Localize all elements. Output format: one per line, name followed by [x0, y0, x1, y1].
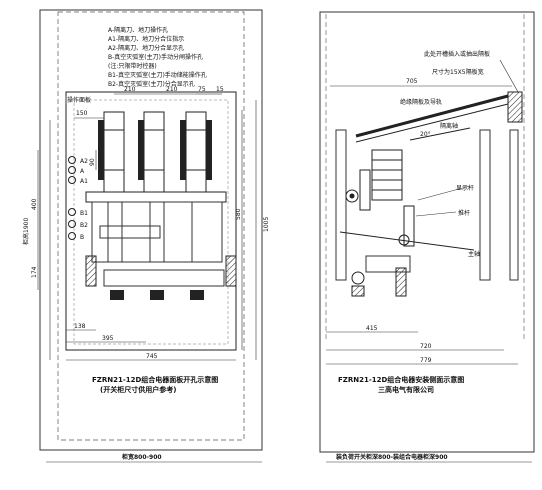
cabinet-outline: [39, 9, 263, 451]
label-insulation: 绝缘隔板及导轨: [400, 98, 442, 106]
label-lever: 推杆: [458, 209, 470, 217]
slot-note-line-2: 尺寸为15X5隔板宽: [432, 68, 484, 76]
dim-75: 75: [198, 86, 206, 93]
front-view-drawing: A-隔离刀、地刀操作孔 A1-隔离刀、地刀分合位指示 A2-隔离刀、地刀分合显示…: [22, 9, 270, 463]
label-angle: 20°: [420, 131, 431, 138]
side-caption-line-2: 三高电气有限公司: [378, 385, 434, 394]
legend-line-4: B-真空灭弧室(主刀)手动分闸操作孔: [108, 53, 203, 61]
side-pole-assembly: [345, 149, 415, 247]
dim-210-a: 210: [124, 86, 136, 93]
marker-a1: A1: [80, 178, 88, 185]
panel-label: 操作面板: [67, 96, 91, 104]
dim-745: 745: [146, 353, 158, 360]
slot-note-line-1: 此处开槽插入或抽出隔板: [424, 50, 490, 58]
legend-line-1: A-隔离刀、地刀操作孔: [108, 26, 168, 34]
side-caption-line-1: FZRN21-12D组合电器安装侧面示意图: [338, 375, 464, 384]
side-cabinet-outline: [319, 11, 535, 453]
dim-779: 779: [420, 357, 432, 364]
dim-90: 90: [89, 158, 96, 166]
legend-line-7: B2-真空灭弧室(主刀)分合显示孔: [108, 80, 195, 88]
dim-210-b: 210: [166, 86, 178, 93]
legend-line-2: A1-隔离刀、地刀分合位指示: [108, 35, 184, 43]
legend-line-5: (注:只限带时控器): [108, 62, 157, 70]
cabinet-inner-dashed: [57, 11, 245, 441]
marker-group-b: B1 B2 B: [68, 208, 88, 241]
dim-150: 150: [76, 110, 88, 117]
dim-415: 415: [366, 325, 378, 332]
dim-705: 705: [406, 78, 418, 85]
front-bottom-label: 柜宽800-900: [121, 453, 162, 461]
label-partition-shaft: 隔离轴: [440, 122, 458, 130]
lower-mechanism: [85, 201, 237, 300]
operation-panel: [65, 91, 237, 351]
dim-580: 580: [235, 208, 242, 220]
dim-720: 720: [420, 343, 432, 350]
dim-cabinet-height: 柜高1900: [22, 218, 30, 245]
marker-group-a: A2 A A1: [68, 156, 88, 185]
legend-line-6: B1-真空灭弧室(主刀)手动储能操作孔: [108, 71, 207, 79]
dim-395: 395: [102, 335, 114, 342]
dim-15: 15: [216, 86, 224, 93]
vacuum-interrupter-poles: [98, 111, 212, 193]
side-bottom-label: 装负荷开关柜深800-装组合电器柜深900: [335, 453, 448, 461]
marker-b2: B2: [80, 222, 88, 229]
marker-a: A: [80, 168, 85, 175]
front-caption-line-1: FZRN21-12D组合电器面板开孔示意图: [92, 375, 218, 384]
label-indicator: 显示杆: [456, 184, 474, 192]
label-main-shaft: 主轴: [468, 250, 480, 258]
dim-400: 400: [31, 198, 38, 210]
marker-a2: A2: [80, 158, 88, 165]
side-view-drawing: 此处开槽插入或抽出隔板 尺寸为15X5隔板宽 705 绝缘隔板及导轨 20°: [319, 11, 535, 463]
dim-138: 138: [74, 323, 86, 330]
marker-b1: B1: [80, 210, 88, 217]
cross-bar: [85, 191, 227, 203]
front-caption-line-2: (开关柜尺寸供用户参考): [100, 385, 176, 394]
marker-b: B: [80, 234, 84, 241]
dim-1005: 1005: [263, 217, 270, 232]
legend-line-3: A2-隔离刀、地刀分合显示孔: [108, 44, 184, 52]
dim-174: 174: [31, 266, 38, 278]
